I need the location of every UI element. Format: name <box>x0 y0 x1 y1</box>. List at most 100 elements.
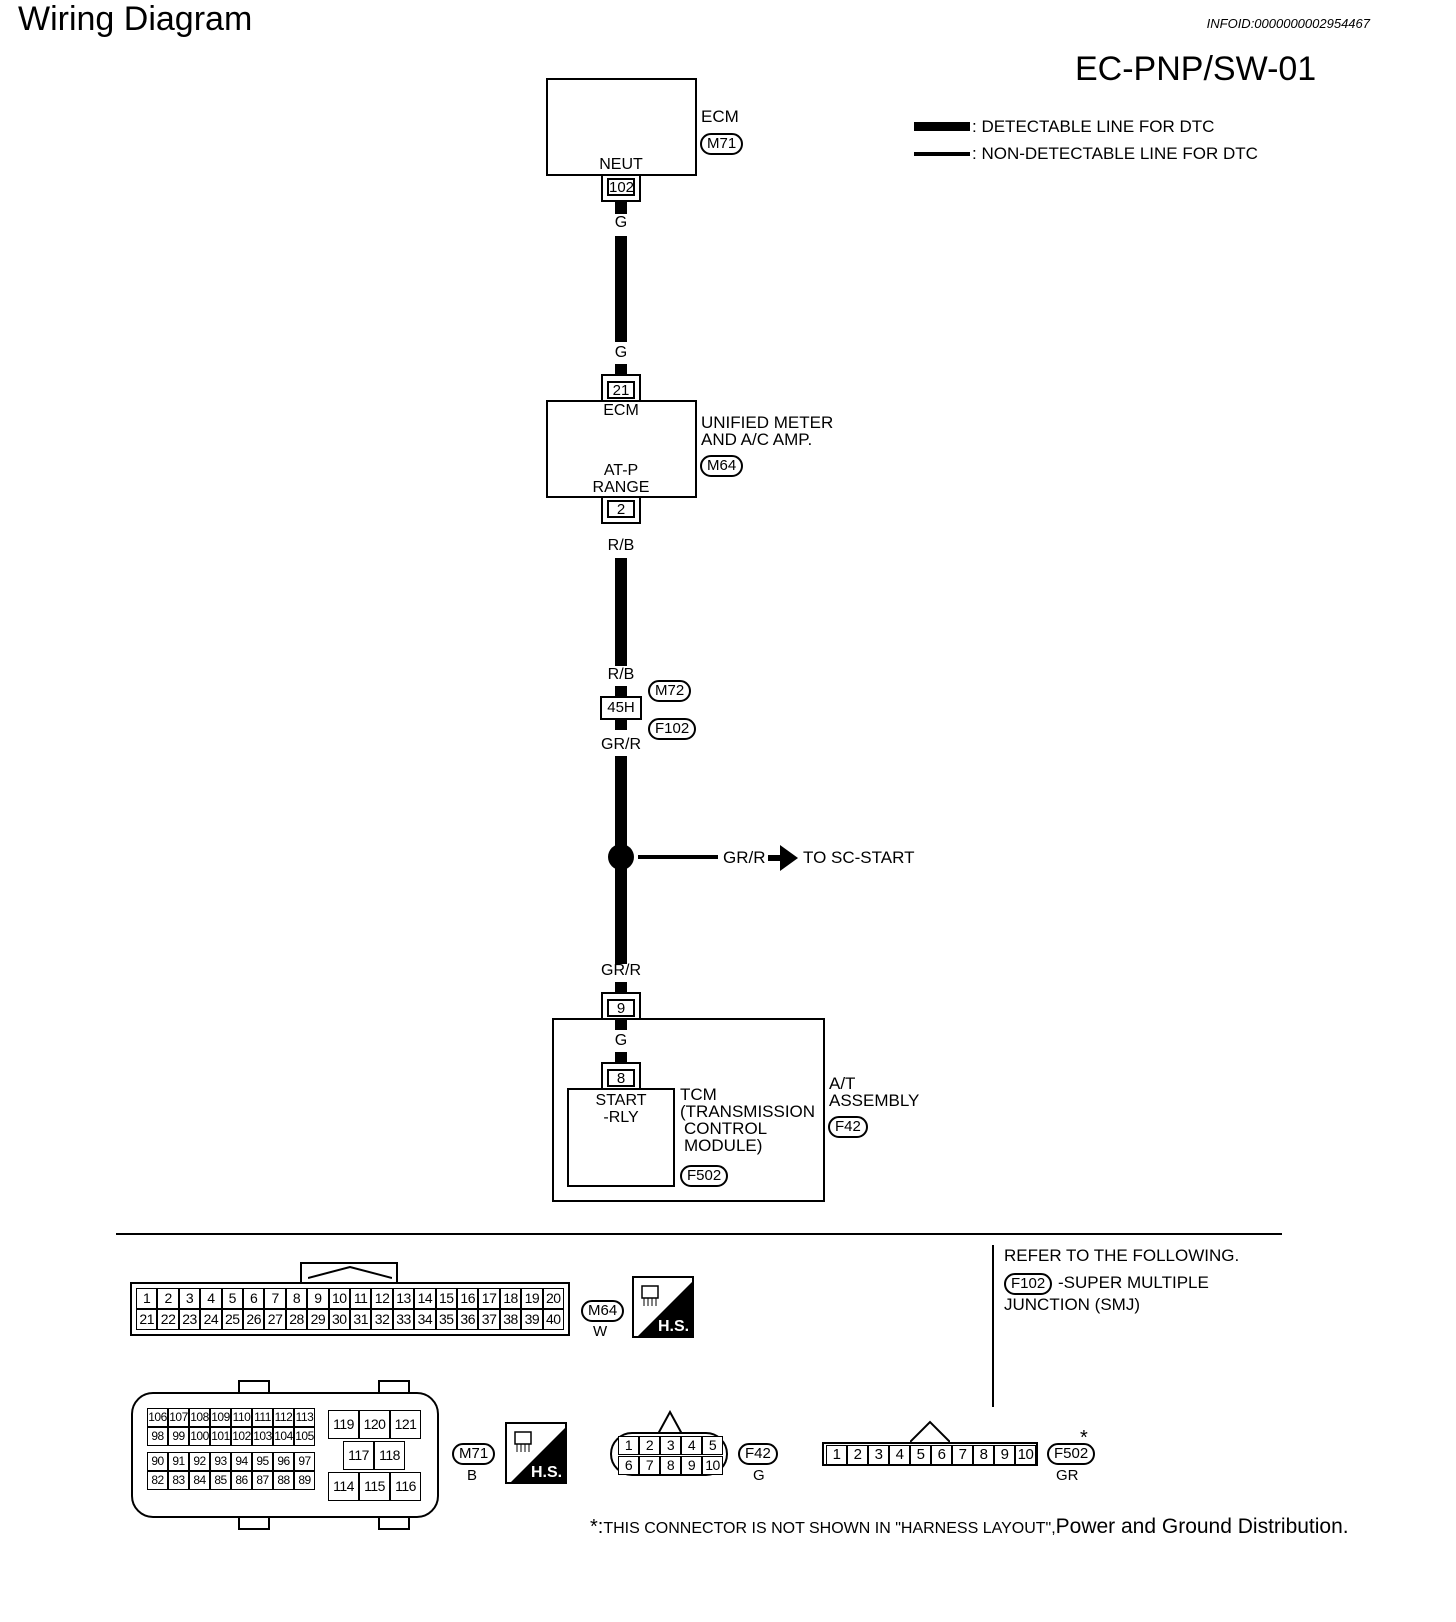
connector-pin-cell: 2 <box>847 1445 868 1465</box>
ecm-terminal-label: NEUT <box>599 156 643 173</box>
connector-pin-cell: 26 <box>243 1309 265 1330</box>
connector-pin-cell: 5 <box>702 1436 723 1455</box>
joint-connector-bottom: F102 <box>648 718 697 740</box>
harness-side-icon <box>638 1282 692 1336</box>
connector-pin-cell: 11 <box>350 1288 372 1309</box>
page-title: Wiring Diagram <box>18 0 253 38</box>
tcm-name-1: TCM <box>680 1085 717 1104</box>
splice-wire-color: GR/R <box>723 848 766 867</box>
connector-pin-cell: 10 <box>702 1456 723 1475</box>
wire-rb-main <box>615 558 627 666</box>
joint-wire-in-color: R/B <box>607 666 635 683</box>
connector-pin-cell: 1 <box>618 1436 639 1455</box>
connector-pin-cell: 1 <box>136 1288 158 1309</box>
refer-line2: -SUPER MULTIPLE <box>1058 1273 1209 1292</box>
connector-pin-cell: 2 <box>157 1288 179 1309</box>
connector-pin-cell: 86 <box>231 1471 252 1490</box>
connector-pin-cell: 9 <box>994 1445 1015 1465</box>
section-divider <box>116 1233 1282 1235</box>
wire-segment <box>615 720 627 730</box>
wire-segment <box>615 1020 627 1030</box>
harness-side-icon <box>511 1428 565 1482</box>
meter-wire-out-color: R/B <box>607 537 635 554</box>
connector-pin-cell: 10 <box>1015 1445 1036 1465</box>
m71-latch-right <box>378 1380 410 1394</box>
meter-pin-in-hood <box>601 374 641 400</box>
connector-pin-cell: 106 <box>147 1408 168 1427</box>
m71-connector-badge: M71 <box>452 1443 496 1465</box>
refer-connector-badge: F102 <box>1004 1273 1053 1295</box>
connector-pin-cell: 119 <box>328 1410 359 1439</box>
connector-pin-cell: 112 <box>273 1408 294 1427</box>
connector-pin-cell: 8 <box>660 1456 681 1475</box>
connector-pin-cell: 88 <box>273 1471 294 1490</box>
at-pin-in-hood <box>601 992 641 1018</box>
connector-pin-cell: 13 <box>392 1288 415 1309</box>
f42-key-triangle-icon <box>658 1410 682 1434</box>
connector-pin-cell: 99 <box>168 1427 189 1446</box>
connector-pin-cell: 5 <box>910 1445 931 1465</box>
connector-pin-cell: 34 <box>414 1309 436 1330</box>
at-pin-in: 9 <box>607 999 635 1017</box>
connector-pin-cell: 118 <box>374 1441 405 1470</box>
wire-segment <box>615 982 627 992</box>
at-inner-wire-color: G <box>614 1032 628 1049</box>
tcm-name-3: CONTROL <box>684 1119 768 1138</box>
refer-divider <box>992 1245 994 1407</box>
connector-pin-cell: 9 <box>681 1456 702 1475</box>
connector-pin-cell: 20 <box>542 1288 564 1309</box>
meter-name-2: AND A/C AMP. <box>701 430 813 449</box>
legend-non-detectable: : NON-DETECTABLE LINE FOR DTC <box>972 144 1258 163</box>
meter-name-1: UNIFIED METER <box>701 413 834 432</box>
tcm-pin: 8 <box>607 1069 635 1087</box>
meter-wire-in-color: G <box>614 344 628 361</box>
ecm-wire-color: G <box>614 214 628 231</box>
connector-pin-cell: 96 <box>273 1452 294 1471</box>
connector-pin-cell: 22 <box>157 1309 179 1330</box>
connector-pin-cell: 6 <box>931 1445 952 1465</box>
connector-pin-cell: 8 <box>285 1288 308 1309</box>
m64-harness-side-badge: H.S. <box>632 1276 694 1338</box>
legend-thick-line <box>914 122 970 131</box>
legend-thin-line <box>914 152 970 156</box>
connector-pin-cell: 108 <box>189 1408 210 1427</box>
m64-connector-badge: M64 <box>581 1300 625 1322</box>
m64-latch <box>300 1262 398 1282</box>
connector-pin-cell: 114 <box>328 1472 359 1501</box>
connector-pin-cell: 83 <box>168 1471 189 1490</box>
ecm-pin-hood <box>601 176 641 202</box>
tcm-name-2: (TRANSMISSION <box>680 1102 816 1121</box>
connector-pin-cell: 90 <box>147 1452 168 1471</box>
ecm-name: ECM <box>701 107 739 126</box>
connector-pin-cell: 100 <box>189 1427 210 1446</box>
tcm-terminal-2: -RLY <box>603 1109 639 1126</box>
m64-hs-label: H.S. <box>658 1318 690 1335</box>
f502-color: GR <box>1056 1467 1079 1484</box>
m71-latch-bottom-right <box>378 1516 410 1530</box>
meter-pin-out: 2 <box>607 500 635 518</box>
connector-pin-cell: 25 <box>221 1309 243 1330</box>
connector-pin-cell: 97 <box>294 1452 315 1471</box>
f502-connector-badge: F502 <box>1047 1443 1096 1465</box>
connector-pin-cell: 82 <box>147 1471 168 1490</box>
meter-connector-badge: M64 <box>700 455 744 477</box>
connector-pin-cell: 16 <box>457 1288 479 1309</box>
meter-box <box>546 400 697 498</box>
connector-pin-cell: 23 <box>178 1309 201 1330</box>
connector-pin-cell: 15 <box>435 1288 457 1309</box>
meter-pin-out-hood <box>601 498 641 524</box>
connector-pin-cell: 115 <box>359 1472 390 1501</box>
connector-pin-cell: 117 <box>343 1441 374 1470</box>
connector-pin-cell: 40 <box>542 1309 564 1330</box>
connector-pin-cell: 1 <box>826 1445 847 1465</box>
at-assembly-box <box>552 1018 825 1202</box>
at-wire-in-color: GR/R <box>601 962 641 979</box>
connector-pin-cell: 27 <box>264 1309 286 1330</box>
wire-segment <box>615 364 627 374</box>
connector-pin-cell: 93 <box>210 1452 231 1471</box>
joint-wire-out-color: GR/R <box>601 736 641 753</box>
splice-dot <box>608 844 634 870</box>
connector-pin-cell: 30 <box>328 1309 350 1330</box>
